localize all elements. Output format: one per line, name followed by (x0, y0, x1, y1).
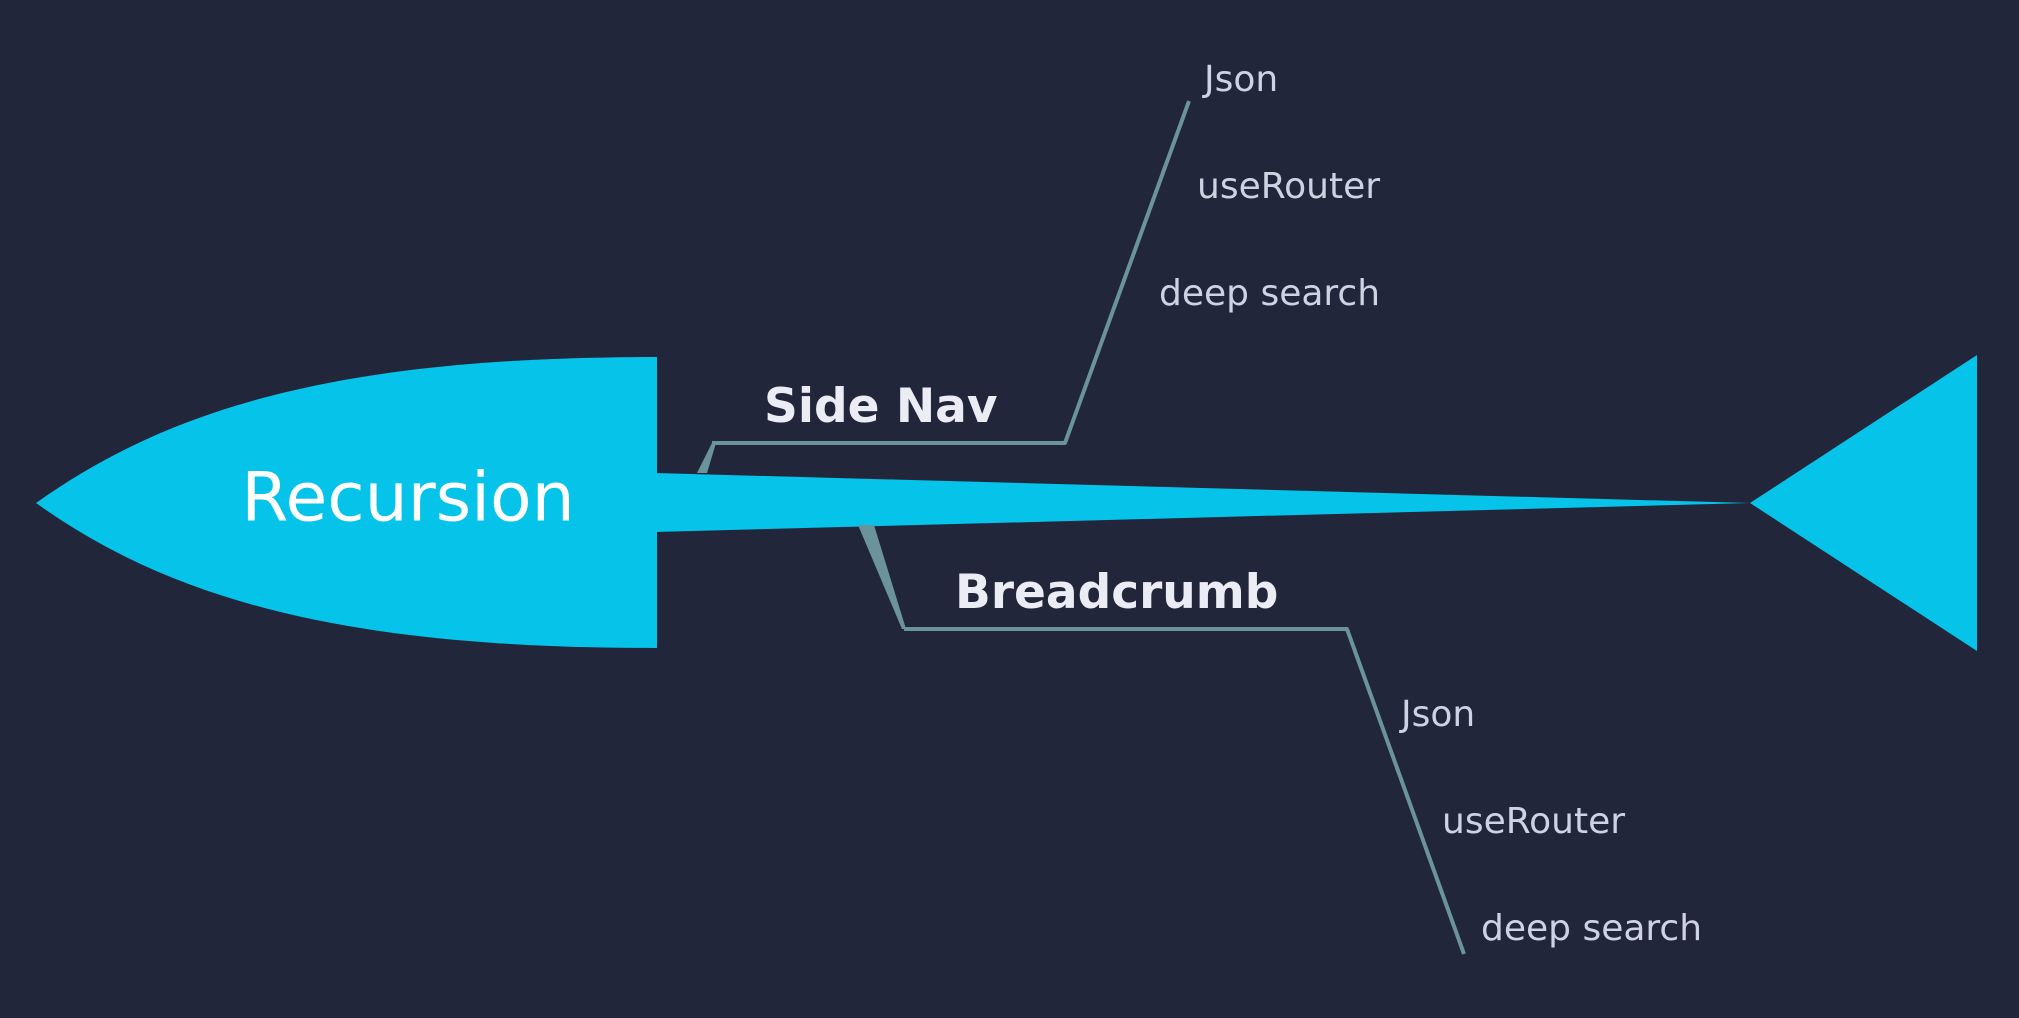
breadcrumb-item-deep-search: deep search (1481, 908, 1702, 949)
side-nav-item-json: Json (1202, 59, 1278, 100)
branch-connector-breadcrumb (858, 525, 906, 629)
side-nav-item-userouter: useRouter (1197, 166, 1380, 207)
fish-spine (655, 473, 1750, 532)
side-nav-item-deep-search: deep search (1159, 273, 1380, 314)
bone-side-nav (712, 100, 1191, 445)
breadcrumb-item-userouter: useRouter (1442, 801, 1625, 842)
central-topic-label: Recursion (241, 459, 575, 538)
branch-connector-side-nav (697, 443, 716, 473)
fish-tail-shape (1750, 355, 1977, 651)
bone-breadcrumb (904, 627, 1466, 955)
branch-label-breadcrumb: Breadcrumb (955, 565, 1278, 620)
fish-head-shape (36, 357, 657, 648)
branch-label-side-nav: Side Nav (764, 379, 998, 434)
breadcrumb-item-json: Json (1399, 694, 1475, 735)
